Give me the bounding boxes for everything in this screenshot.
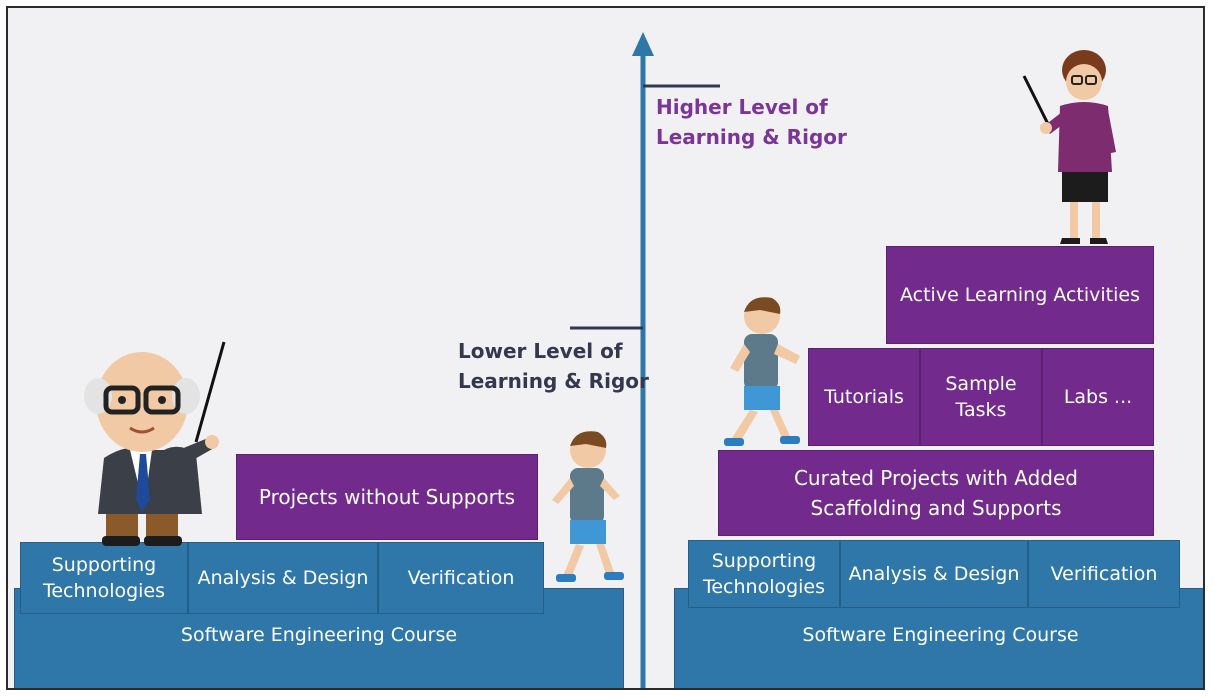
right-supporting-line-1: Supporting [711,550,817,572]
diagram-frame: Lower Level of Learning & Rigor Higher L… [6,6,1205,690]
left-analysis-label: Analysis & Design [197,567,369,589]
axis-arrowhead [632,32,654,56]
right-student-figure [724,297,800,446]
right-analysis-label: Analysis & Design [848,563,1020,585]
right-tutorials-block: Tutorials [808,348,920,446]
right-verification-label: Verification [1050,563,1158,585]
right-sample-line-2: Tasks [955,399,1007,421]
right-analysis-design-block: Analysis & Design [840,540,1028,608]
right-verification-block: Verification [1028,540,1180,608]
teacher-figure [1022,50,1116,244]
lower-level-label: Lower Level of Learning & Rigor [458,336,649,396]
right-labs-label: Labs ... [1063,386,1133,408]
higher-level-label: Higher Level of Learning & Rigor [656,92,847,152]
lower-level-line-1: Lower Level of [458,339,623,363]
left-verification-block: Verification [378,542,544,614]
left-verification-label: Verification [407,567,515,589]
left-course-label: Software Engineering Course [180,624,458,646]
right-curated-line-2: Scaffolding and Supports [810,496,1062,520]
higher-level-line-2: Learning & Rigor [656,125,847,149]
right-curated-projects-block: Curated Projects with Added Scaffolding … [718,450,1154,536]
left-supporting-line-1: Supporting [51,554,157,576]
professor-figure [84,341,226,546]
left-supporting-line-2: Technologies [42,580,166,602]
right-sample-line-1: Sample [945,373,1017,395]
right-sample-tasks-block: Sample Tasks [920,348,1042,446]
right-active-learning-block: Active Learning Activities [886,246,1154,344]
left-analysis-design-block: Analysis & Design [188,542,378,614]
right-curated-line-1: Curated Projects with Added [793,466,1079,490]
right-supporting-line-2: Technologies [702,576,826,598]
left-projects-block: Projects without Supports [236,454,538,540]
right-course-label: Software Engineering Course [802,624,1079,646]
right-supporting-technologies-block: Supporting Technologies [688,540,840,608]
left-projects-label: Projects without Supports [258,485,516,509]
lower-level-line-2: Learning & Rigor [458,369,649,393]
left-student-figure [552,431,624,582]
right-tutorials-label: Tutorials [824,386,904,408]
rigor-axis [570,32,720,688]
left-supporting-technologies-block: Supporting Technologies [20,542,188,614]
right-labs-block: Labs ... [1042,348,1154,446]
higher-level-line-1: Higher Level of [656,95,828,119]
right-active-label: Active Learning Activities [899,284,1140,306]
